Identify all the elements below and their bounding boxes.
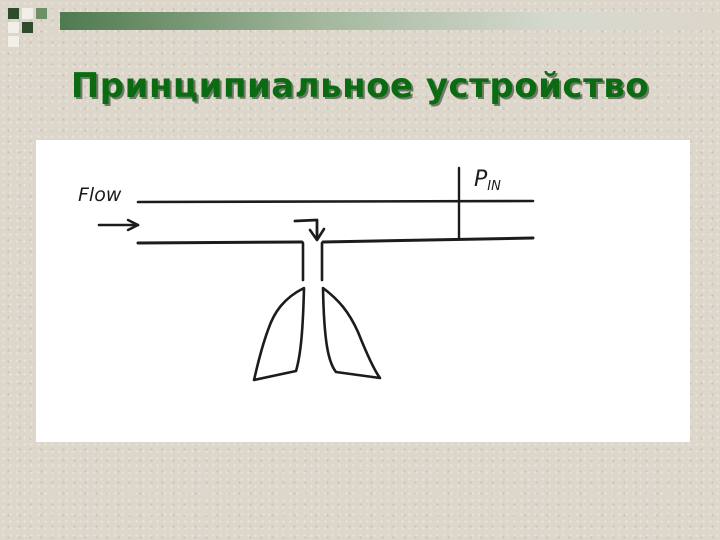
page-title: Принципиальное устройство xyxy=(70,66,650,106)
tube-lower-wall xyxy=(136,240,304,245)
pressure-label-sub: IN xyxy=(487,179,501,194)
pressure-label-main: P xyxy=(474,167,488,192)
tube-upper-wall xyxy=(136,199,535,204)
pressure-label: PIN xyxy=(474,167,501,194)
header-decoration xyxy=(0,0,720,47)
flow-arrow-icon xyxy=(97,218,140,232)
diagram-panel: Flow PIN xyxy=(36,140,690,442)
tube-lower-wall-right xyxy=(321,236,535,244)
flow-label: Flow xyxy=(78,184,122,206)
airflow-diagram: Flow PIN xyxy=(78,166,535,382)
lungs-icon xyxy=(252,286,382,382)
header-gradient-bar xyxy=(60,12,720,30)
valve-arrow-icon xyxy=(293,218,326,242)
